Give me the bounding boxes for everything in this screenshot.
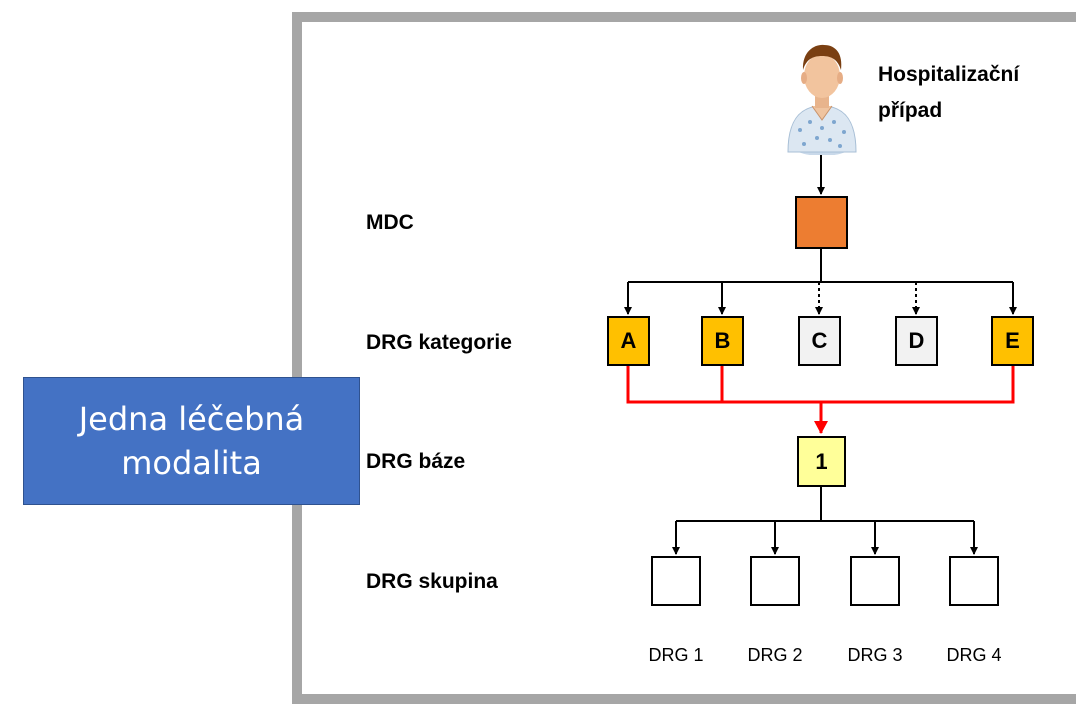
drg-group-box-4	[949, 556, 999, 606]
category-box-a: A	[607, 316, 650, 366]
case-label-line2: případ	[878, 99, 943, 122]
drg-group-box-3	[850, 556, 900, 606]
level-label-groups: DRG skupina	[366, 570, 498, 593]
patient-icon	[787, 44, 857, 155]
callout-text: Jedna léčebná modalita	[78, 400, 305, 482]
level-label-categories: DRG kategorie	[366, 331, 512, 354]
drg-group-label-2: DRG 2	[747, 645, 803, 665]
category-box-b: B	[701, 316, 744, 366]
case-label-line1: Hospitalizační	[878, 63, 1020, 86]
level-label-base: DRG báze	[366, 450, 466, 473]
category-box-c: C	[798, 316, 841, 366]
merge-path	[626, 366, 1015, 404]
drg-group-label-4: DRG 4	[946, 645, 1002, 665]
callout-box: Jedna léčebná modalita	[23, 377, 360, 505]
drg-group-label-3: DRG 3	[847, 645, 903, 665]
mdc-box	[795, 196, 848, 249]
drg-group-box-2	[750, 556, 800, 606]
drg-group-box-1	[651, 556, 701, 606]
category-box-d: D	[895, 316, 938, 366]
drg-base-box: 1	[797, 436, 846, 487]
category-box-e: E	[991, 316, 1034, 366]
drg-group-label-1: DRG 1	[648, 645, 704, 665]
level-label-mdc: MDC	[366, 211, 414, 234]
case-label: Hospitalizační případ	[878, 57, 1019, 129]
